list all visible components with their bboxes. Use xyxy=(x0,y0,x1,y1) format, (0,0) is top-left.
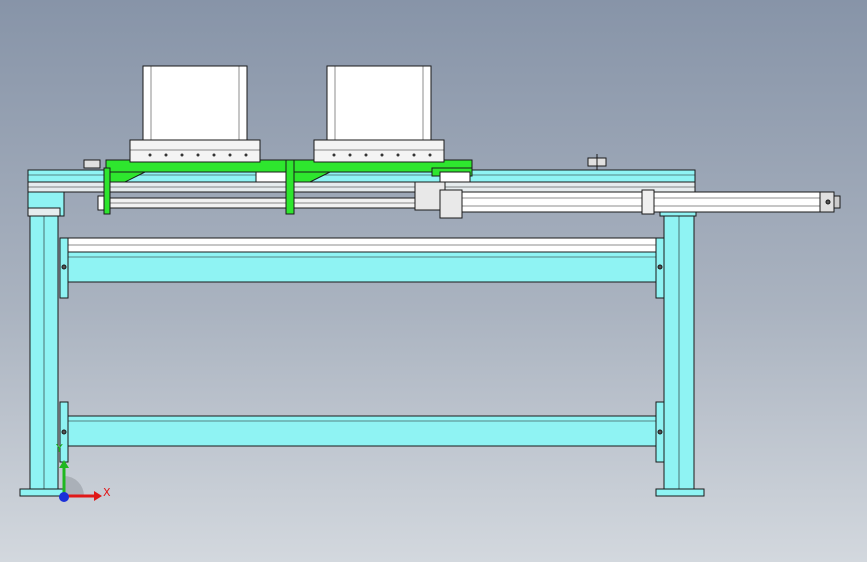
coordinate-triad xyxy=(59,460,102,502)
clamp-box-left xyxy=(129,65,261,163)
rail-studs xyxy=(83,154,607,170)
carriage-blocks xyxy=(255,171,471,183)
upper-cross-beam xyxy=(67,237,657,283)
clamp-box-right xyxy=(313,65,445,163)
pneumatic-cylinder xyxy=(439,189,841,219)
arrow-right-icon xyxy=(64,491,102,501)
lower-cross-beam xyxy=(67,415,657,447)
right-leg xyxy=(655,214,705,497)
axis-x-label: X xyxy=(103,486,111,499)
green-carriage xyxy=(103,159,473,215)
axis-y-label: Y xyxy=(56,442,63,455)
left-leg xyxy=(19,214,69,497)
origin-dot-icon xyxy=(59,492,69,502)
arrow-up-icon xyxy=(59,460,69,496)
